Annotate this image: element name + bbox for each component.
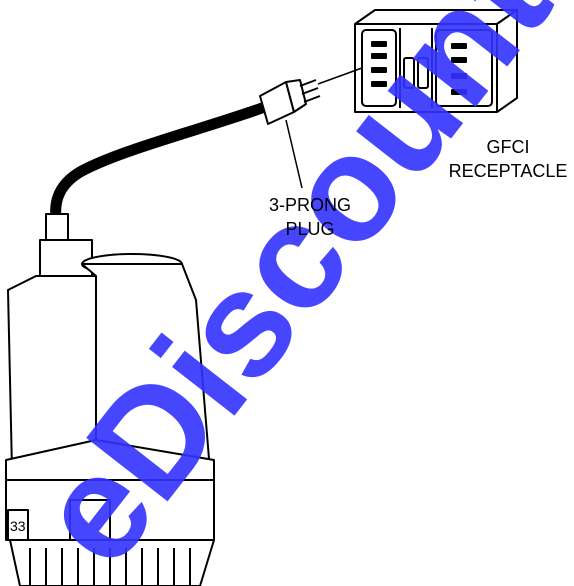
pump-badge-text: 33 [10, 518, 26, 534]
power-cord [50, 102, 268, 224]
sump-pump [5, 213, 215, 586]
plug-label-line1: 3-PRONG [269, 195, 351, 215]
plug-label-leader [285, 119, 303, 189]
plug-to-receptacle-leader [317, 67, 363, 85]
three-prong-plug [259, 79, 321, 125]
receptacle-label-line1: GFCI [487, 137, 530, 157]
plug-label-line2: PLUG [285, 219, 334, 239]
gfci-receptacle [354, 9, 518, 113]
receptacle-label-line2: RECEPTACLE [449, 161, 568, 181]
